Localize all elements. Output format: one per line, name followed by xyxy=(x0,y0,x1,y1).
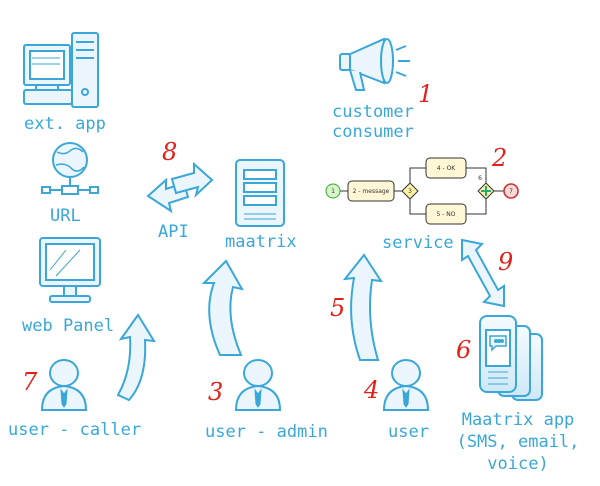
maatrix-label: maatrix xyxy=(225,232,297,252)
maatrix-app-label: Maatrix app xyxy=(448,410,588,430)
api-label: API xyxy=(158,222,189,242)
maatrix-app-voice-label: voice) xyxy=(448,454,588,474)
person-icon xyxy=(42,360,86,410)
step-number-8: 8 xyxy=(162,140,177,164)
bpmn-merge-text: 6 xyxy=(478,175,482,182)
bpmn-start-text: 1 xyxy=(331,188,335,195)
person-icon xyxy=(236,360,280,410)
step-number-6: 6 xyxy=(456,338,471,362)
step-number-9: 9 xyxy=(498,250,513,274)
step-number-7: 7 xyxy=(22,370,37,394)
bpmn-ok-text: 4 - OK xyxy=(437,165,457,172)
arrow-up-web-panel xyxy=(118,315,154,400)
user-label: user xyxy=(388,422,429,442)
monitor-icon xyxy=(40,238,100,302)
maatrix-app-channels-label: (SMS, email, xyxy=(448,432,588,452)
bpmn-gateway-text: 3 xyxy=(408,188,412,195)
bpmn-message-text: 2 - message xyxy=(353,188,390,195)
consumer-label: consumer xyxy=(332,122,414,142)
arrow-up-user xyxy=(345,255,381,360)
step-number-3: 3 xyxy=(208,380,223,404)
step-number-4: 4 xyxy=(364,378,379,402)
customer-label: customer xyxy=(332,102,414,122)
user-caller-label: user - caller xyxy=(8,420,141,440)
person-icon xyxy=(384,360,428,410)
service-label: service xyxy=(382,233,454,253)
ext-app-label: ext. app xyxy=(24,114,106,134)
user-admin-label: user - admin xyxy=(205,422,328,442)
mobile-phones-icon xyxy=(480,316,542,400)
megaphone-icon xyxy=(340,39,410,90)
url-label: URL xyxy=(50,206,81,226)
step-number-5: 5 xyxy=(330,296,345,320)
web-panel-label: web Panel xyxy=(22,316,114,336)
server-icon xyxy=(236,160,284,226)
bpmn-no-text: 5 - NO xyxy=(436,211,455,218)
bpmn-process: 1 2 - message 3 4 - OK 5 - NO 6 7 xyxy=(326,158,518,224)
globe-network-icon xyxy=(42,143,98,194)
computer-icon xyxy=(24,33,98,107)
bidirectional-arrow-icon xyxy=(148,164,212,211)
step-number-2: 2 xyxy=(492,146,507,170)
arrow-up-admin xyxy=(204,261,242,355)
step-number-1: 1 xyxy=(418,82,433,106)
bpmn-end-text: 7 xyxy=(509,188,513,195)
